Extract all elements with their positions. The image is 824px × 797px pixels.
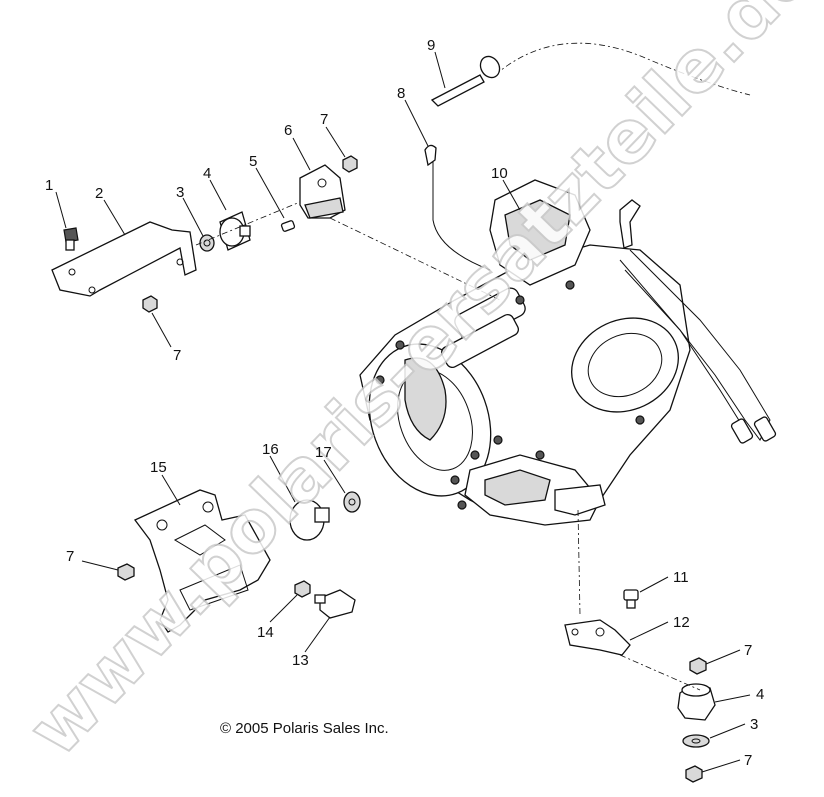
callout-3: 3 xyxy=(750,716,758,733)
cable-assembly xyxy=(424,42,751,271)
callout-14: 14 xyxy=(257,624,274,641)
callout-numbers: 1 2 3 4 5 6 7 7 8 9 10 15 16 17 7 14 13 … xyxy=(45,37,764,769)
engine-assembly xyxy=(359,179,777,526)
callout-7: 7 xyxy=(744,752,752,769)
callout-10: 10 xyxy=(491,165,508,182)
callout-11: 11 xyxy=(673,569,689,586)
callout-4: 4 xyxy=(203,165,211,182)
callout-15: 15 xyxy=(150,459,167,476)
callout-6: 6 xyxy=(284,122,292,139)
callout-7: 7 xyxy=(66,548,74,565)
callout-4: 4 xyxy=(756,686,764,703)
callout-2: 2 xyxy=(95,185,103,202)
callout-7: 7 xyxy=(173,347,181,364)
right-mount-group xyxy=(564,589,716,783)
callout-7: 7 xyxy=(320,111,328,128)
callout-13: 13 xyxy=(292,652,309,669)
left-mount-group xyxy=(117,489,361,633)
callout-7: 7 xyxy=(744,642,752,659)
callout-9: 9 xyxy=(427,37,435,54)
callout-5: 5 xyxy=(249,153,257,170)
callout-1: 1 xyxy=(45,177,53,194)
callout-16: 16 xyxy=(262,441,279,458)
callout-17: 17 xyxy=(315,444,332,461)
callout-8: 8 xyxy=(397,85,405,102)
watermark-text: www.polaris-ersatzteile.de xyxy=(12,0,824,772)
copyright-text: © 2005 Polaris Sales Inc. xyxy=(220,720,389,737)
front-mount-group xyxy=(51,155,358,313)
callout-12: 12 xyxy=(673,614,690,631)
callout-leaders xyxy=(55,51,751,773)
assembly-centerlines xyxy=(195,201,701,691)
callout-3: 3 xyxy=(176,184,184,201)
